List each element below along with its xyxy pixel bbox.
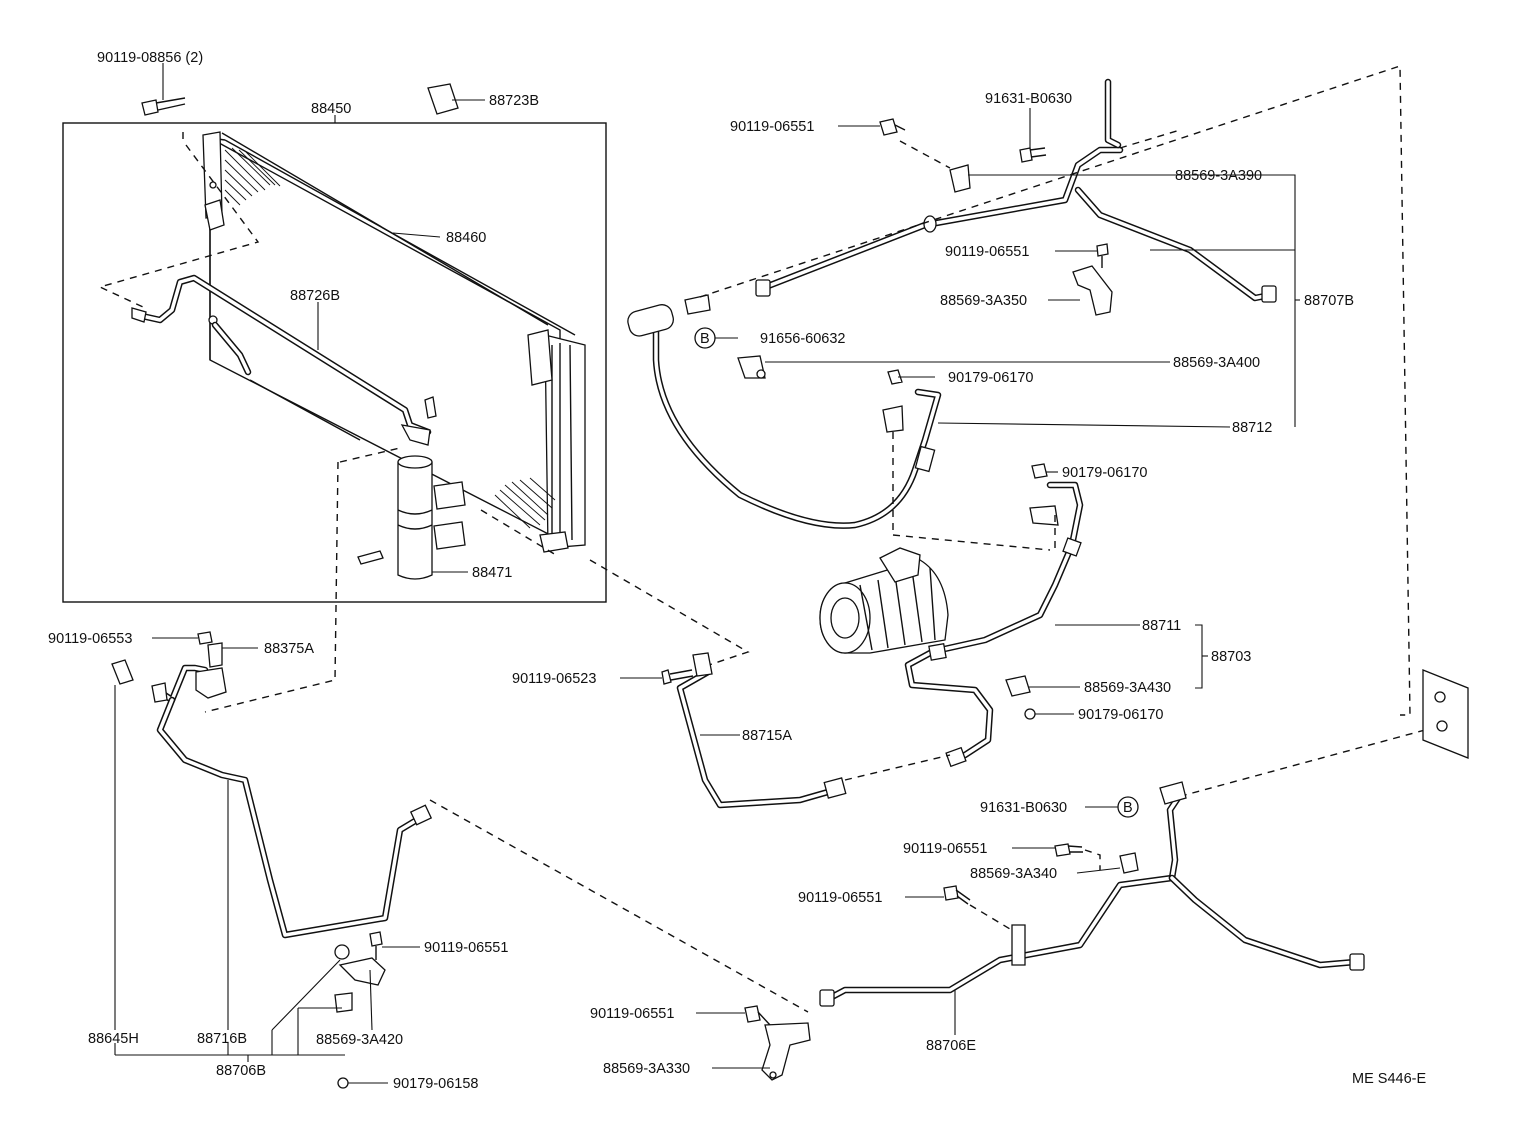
clamp-88569-3a330: [761, 1022, 811, 1081]
bolt-90119-08856: [141, 97, 186, 116]
ac-compressor: [819, 547, 949, 654]
bracket-plate: [1422, 669, 1469, 759]
label-88450: 88450: [311, 101, 351, 117]
leader-lines: [114, 63, 1300, 1084]
label-90179-06170-a: 90179-06170: [948, 370, 1033, 386]
bolt-condenser-right: [424, 396, 437, 419]
clamp-88569-3a420: [334, 944, 386, 1013]
nut-90179-06170-b: [1031, 463, 1048, 479]
clamp-88569-3a350: [1072, 265, 1113, 316]
label-88569-3a330: 88569-3A330: [603, 1061, 690, 1077]
callout-b-bottom: B: [1123, 800, 1133, 816]
label-88706b: 88706B: [216, 1063, 266, 1079]
label-90119-06523: 90119-06523: [512, 671, 596, 687]
label-88569-3a420: 88569-3A420: [316, 1032, 403, 1048]
label-88375a: 88375A: [264, 641, 314, 657]
label-90119-06551-bc: 90119-06551: [590, 1006, 674, 1022]
label-90119-06553: 90119-06553: [48, 631, 132, 647]
label-88707b: 88707B: [1304, 293, 1354, 309]
clamp-88569-3a340: [1119, 852, 1139, 874]
bolt-90119-06551-mid: [1096, 243, 1109, 268]
label-91631-b0630-top: 91631-B0630: [985, 91, 1072, 107]
label-90119-06551-r2: 90119-06551: [798, 890, 882, 906]
label-90119-08856: 90119-08856 (2): [97, 50, 203, 66]
label-88716b: 88716B: [197, 1031, 247, 1047]
bolt-91631-b0630-top: [1019, 147, 1047, 163]
pipe-88715a: [676, 652, 847, 809]
condenser-upper-tube: [221, 132, 549, 326]
label-88645h: 88645H: [88, 1031, 139, 1047]
label-88569-3a390: 88569-3A390: [1175, 168, 1262, 184]
label-88723b: 88723B: [489, 93, 539, 109]
pipe-88707b: [755, 78, 1277, 303]
bolt-90119-06551-r1: [1054, 843, 1083, 857]
label-88569-3a430: 88569-3A430: [1084, 680, 1171, 696]
label-88460: 88460: [446, 230, 486, 246]
nut-90179-06158: [337, 1077, 349, 1089]
label-90119-06551-bl: 90119-06551: [424, 940, 508, 956]
bolt-90119-06551-r2: [943, 885, 971, 905]
label-88471: 88471: [472, 565, 512, 581]
pad-88723b: [427, 83, 459, 115]
condenser-core: [202, 131, 586, 553]
callout-b-top: B: [700, 331, 710, 347]
label-88569-3a400: 88569-3A400: [1173, 355, 1260, 371]
label-88726b: 88726B: [290, 288, 340, 304]
clamp-88569-3a430: [1005, 675, 1031, 697]
pipe-88645h-fitting: [111, 659, 134, 685]
nut-90179-06170-a: [887, 369, 903, 385]
bolt-90119-06551-bc: [744, 1005, 771, 1026]
bolt-90119-06551-bl: [369, 931, 383, 960]
label-90179-06170-c: 90179-06170: [1078, 707, 1163, 723]
bolt-90119-06523: [661, 669, 694, 685]
label-88706e: 88706E: [926, 1038, 976, 1054]
label-90179-06170-b: 90179-06170: [1062, 465, 1147, 481]
receiver-dryer: [397, 424, 466, 580]
label-88712: 88712: [1232, 420, 1272, 436]
label-91631-b0630-bottom: 91631-B0630: [980, 800, 1067, 816]
pipe-88726b: [131, 274, 432, 436]
label-90119-06551-top: 90119-06551: [730, 119, 814, 135]
bracket-88375a: [195, 642, 227, 699]
label-91656-60632: 91656-60632: [760, 331, 845, 347]
pipe-88706e: [819, 781, 1365, 1007]
pipe-88716b: [151, 664, 433, 939]
label-88569-3a350: 88569-3A350: [940, 293, 1027, 309]
bolt-90119-06551-top: [879, 118, 906, 136]
callout-b-top-circle: [694, 327, 716, 349]
clamp-88569-3a390: [949, 164, 971, 193]
label-90119-06551-r1: 90119-06551: [903, 841, 987, 857]
label-88569-3a340: 88569-3A340: [970, 866, 1057, 882]
nut-90179-06170-c: [1024, 708, 1036, 720]
label-90119-06551-mid: 90119-06551: [945, 244, 1029, 260]
label-88715a: 88715A: [742, 728, 792, 744]
label-90179-06158: 90179-06158: [393, 1076, 478, 1092]
bolt-dryer: [357, 550, 384, 565]
hose-88712: [627, 294, 942, 529]
pipe-88711: [904, 481, 1084, 768]
part-labels: 90119-08856 (2) 88450 88723B 88460 88726…: [48, 50, 1426, 1092]
label-88711: 88711: [1142, 618, 1181, 634]
figure-code: ME S446-E: [1352, 1071, 1426, 1087]
bolt-90119-06553: [197, 631, 213, 645]
bracket-88569-3a400: [737, 355, 766, 379]
label-88703: 88703: [1211, 649, 1251, 665]
